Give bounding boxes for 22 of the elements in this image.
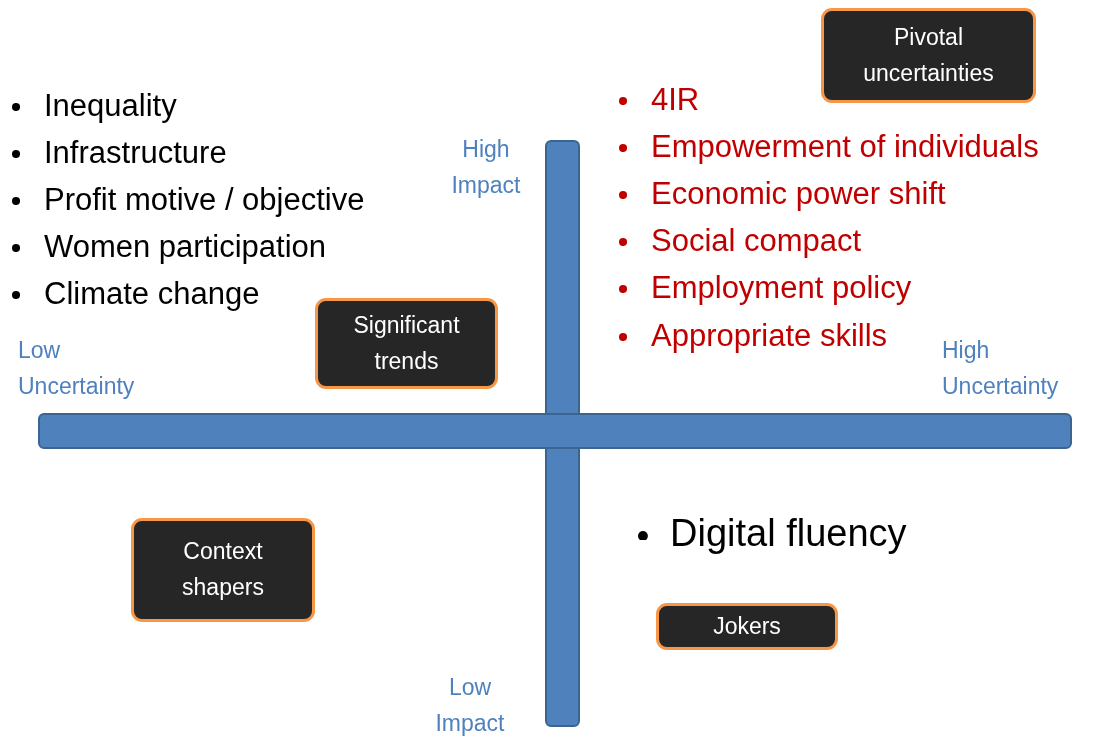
vertical-axis-bar [545, 140, 580, 727]
list-item-text: Infrastructure [44, 135, 227, 171]
category-box: Pivotal uncertainties [821, 8, 1036, 103]
list-item-text: Empowerment of individuals [651, 129, 1039, 165]
category-box: Jokers [656, 603, 838, 650]
list-item-text: Digital fluency [670, 512, 907, 555]
horizontal-axis-bar [38, 413, 1072, 449]
list-item-text: Inequality [44, 88, 177, 124]
category-box: Context shapers [131, 518, 315, 622]
list-item-text: Appropriate skills [651, 318, 888, 354]
list-item-text: Employment policy [651, 270, 912, 306]
axis-label: High Uncertainty [942, 336, 1060, 401]
list-item-text: 4IR [651, 82, 700, 118]
list-item-text: Social compact [651, 223, 862, 259]
list-item-text: Climate change [44, 276, 260, 312]
axis-label: High Impact [450, 135, 522, 200]
axis-label: Low Impact [434, 673, 506, 736]
list-item-text: Women participation [44, 229, 326, 265]
list-item-text: Profit motive / objective [44, 182, 365, 218]
list-item-text: Economic power shift [651, 176, 946, 212]
axis-label: Low Uncertainty [18, 336, 136, 401]
category-box: Significant trends [315, 298, 498, 389]
